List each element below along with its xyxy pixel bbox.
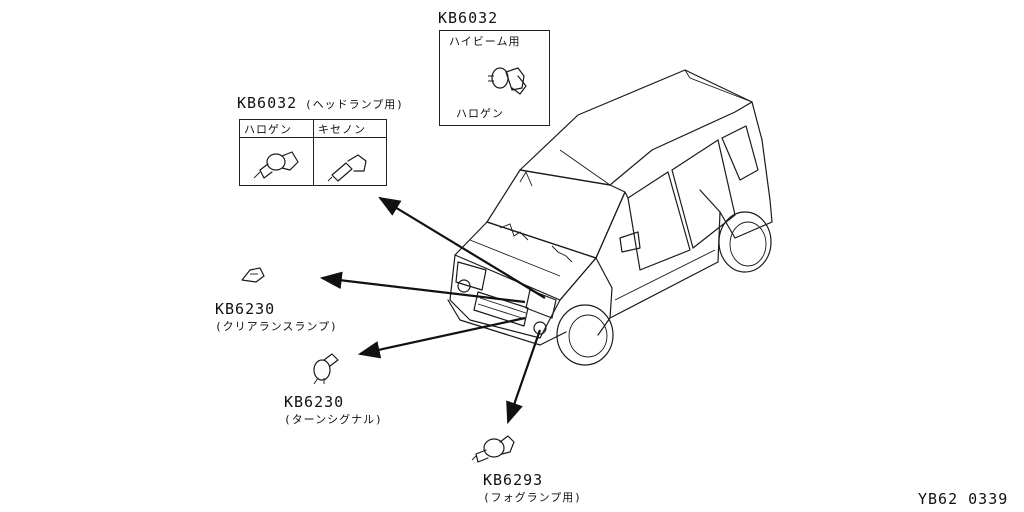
arrow-fog [506, 329, 542, 425]
highbeam-bulb-box [439, 30, 550, 126]
part-desc-turn-signal: (ターンシグナル) [284, 413, 383, 426]
bulb-icon [241, 267, 265, 283]
part-code-highbeam: KB6032 [438, 9, 499, 27]
part-code-turn-signal: KB6230 [284, 393, 345, 411]
bulb-icon [488, 67, 527, 95]
bulb-icon [253, 151, 299, 179]
part-desc-highbeam: ハイビーム用 [449, 35, 521, 48]
part-type-halogen: ハロゲン [244, 123, 292, 136]
part-code-headlamp: KB6032 [237, 94, 298, 112]
part-desc-clearance: (クリアランスランプ) [215, 320, 338, 333]
part-desc-headlamp: (ヘッドランプ用) [305, 98, 404, 111]
part-code-clearance: KB6230 [215, 300, 276, 318]
part-type-highbeam: ハロゲン [456, 107, 504, 120]
part-code-fog: KB6293 [483, 471, 544, 489]
part-type-xenon: キセノン [318, 123, 366, 136]
arrow-turn-signal [357, 316, 526, 359]
arrow-headlamp [378, 196, 546, 299]
bulb-icon [327, 154, 367, 182]
bulb-icon [471, 435, 515, 463]
vehicle-illustration [447, 69, 773, 366]
leader-arrows [319, 196, 546, 425]
arrow-clearance [319, 271, 526, 304]
bulb-icon [313, 353, 339, 385]
headlamp-box-divider [239, 137, 387, 138]
part-desc-fog: (フォグランプ用) [483, 491, 582, 504]
figure-id: YB62 0339 [918, 490, 1009, 508]
headlamp-xenon-cell [313, 119, 387, 186]
